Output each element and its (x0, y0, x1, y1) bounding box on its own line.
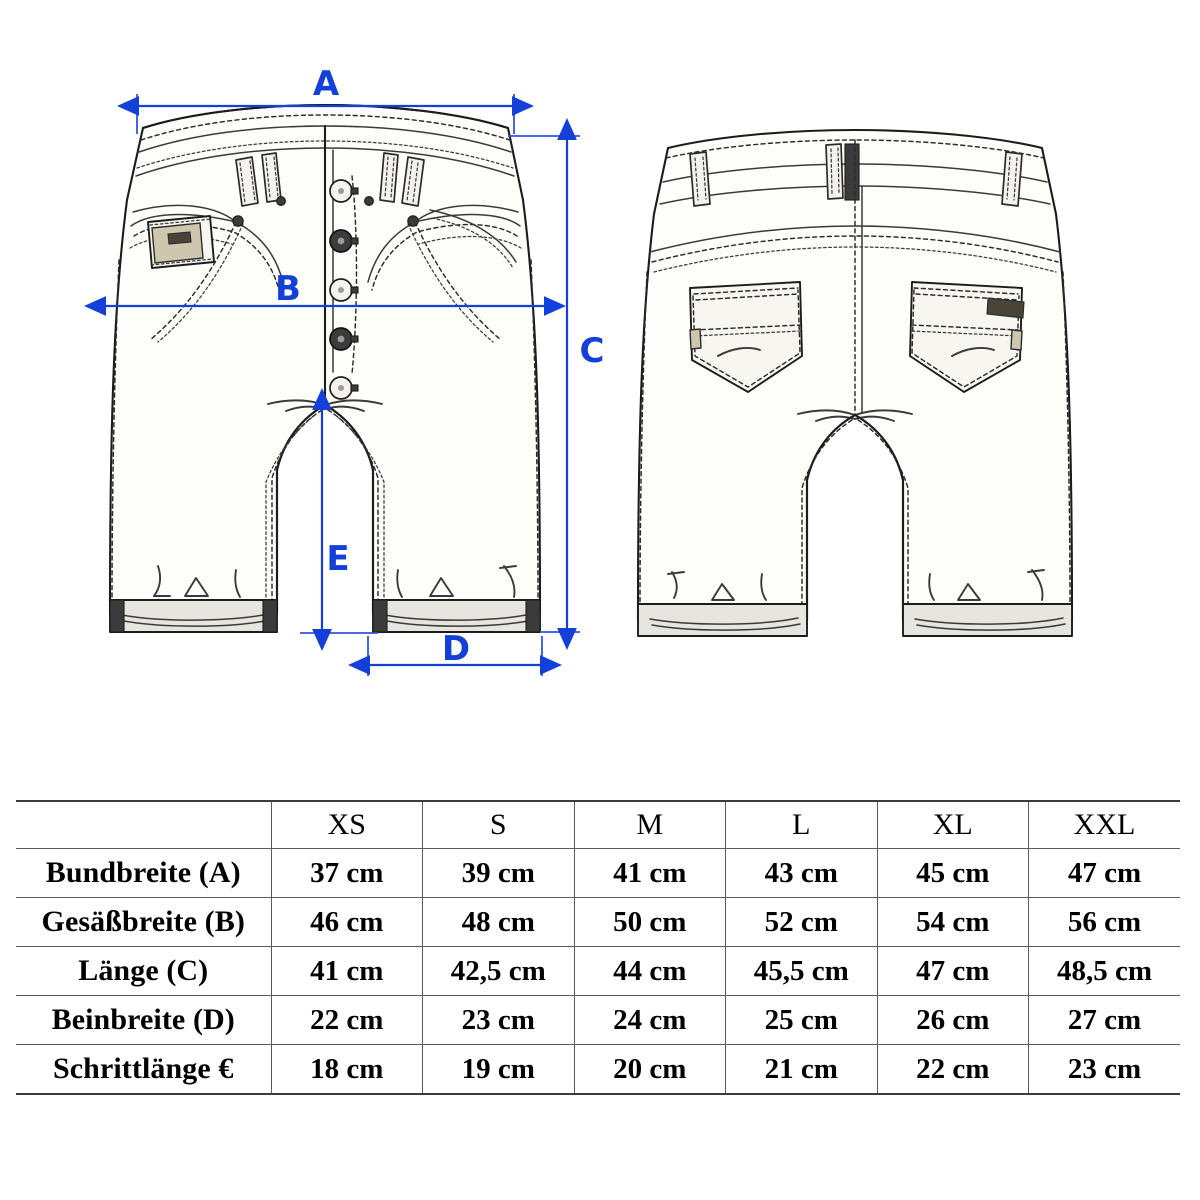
size-table-body: Bundbreite (A) 37 cm 39 cm 41 cm 43 cm 4… (16, 848, 1180, 1095)
measurement-label-beinbreite: Beinbreite (D) (16, 995, 272, 1045)
cell-bundbreite-s: 39 cm (422, 848, 575, 898)
size-header-l: L (725, 800, 878, 849)
size-table-header-row: XS S M L XL XXL (16, 800, 1180, 849)
dimension-b: B (84, 269, 566, 316)
cell-beinbreite-m: 24 cm (573, 995, 726, 1045)
cell-laenge-s: 42,5 cm (422, 946, 575, 996)
cell-beinbreite-l: 25 cm (725, 995, 878, 1045)
cell-beinbreite-xxl: 27 cm (1028, 995, 1180, 1045)
size-header-s: S (422, 800, 575, 849)
dimension-c: C (508, 118, 605, 650)
table-row: Schrittlänge € 18 cm 19 cm 20 cm 21 cm 2… (16, 1044, 1180, 1095)
dimension-annotations: A C B E (84, 64, 605, 676)
cell-laenge-xxl: 48,5 cm (1028, 946, 1180, 996)
cell-schrittlaenge-s: 19 cm (422, 1044, 575, 1095)
cell-schrittlaenge-xl: 22 cm (876, 1044, 1029, 1095)
table-row: Beinbreite (D) 22 cm 23 cm 24 cm 25 cm 2… (16, 995, 1180, 1045)
cell-gesaessbreite-xxl: 56 cm (1028, 897, 1180, 947)
table-row: Gesäßbreite (B) 46 cm 48 cm 50 cm 52 cm … (16, 897, 1180, 947)
cell-schrittlaenge-xxl: 23 cm (1028, 1044, 1180, 1095)
technical-drawing-area: A C B E (84, 64, 1074, 676)
cell-bundbreite-xxl: 47 cm (1028, 848, 1180, 898)
cell-bundbreite-l: 43 cm (725, 848, 878, 898)
cell-bundbreite-xs: 37 cm (270, 848, 423, 898)
measurement-label-schrittlaenge: Schrittlänge € (16, 1044, 272, 1095)
cell-gesaessbreite-s: 48 cm (422, 897, 575, 947)
cell-gesaessbreite-l: 52 cm (725, 897, 878, 947)
dimension-e: E (300, 388, 378, 651)
cell-gesaessbreite-xs: 46 cm (270, 897, 423, 947)
cell-gesaessbreite-xl: 54 cm (876, 897, 1029, 947)
cell-bundbreite-xl: 45 cm (876, 848, 1029, 898)
cell-laenge-xl: 47 cm (876, 946, 1029, 996)
measurement-diagram: A C B E (84, 64, 1074, 676)
dimension-label-a: A (313, 64, 340, 104)
dimension-a: A (117, 64, 534, 134)
cell-schrittlaenge-l: 21 cm (725, 1044, 878, 1095)
shorts-front-view (108, 103, 542, 633)
dimension-label-c: C (580, 331, 605, 371)
cell-laenge-l: 45,5 cm (725, 946, 878, 996)
cell-beinbreite-s: 23 cm (422, 995, 575, 1045)
measurement-label-gesaessbreite: Gesäßbreite (B) (16, 897, 272, 947)
cell-laenge-xs: 41 cm (270, 946, 423, 996)
cell-schrittlaenge-xs: 18 cm (270, 1044, 423, 1095)
size-table-head: XS S M L XL XXL (16, 800, 1180, 849)
cell-beinbreite-xl: 26 cm (876, 995, 1029, 1045)
size-header-xl: XL (876, 800, 1029, 849)
table-corner-cell (16, 800, 272, 849)
size-header-xxl: XXL (1028, 800, 1180, 849)
cell-gesaessbreite-m: 50 cm (573, 897, 726, 947)
size-header-xs: XS (270, 800, 423, 849)
size-chart-table: XS S M L XL XXL Bundbreite (A) 37 cm 39 … (16, 800, 1180, 1095)
cell-bundbreite-m: 41 cm (573, 848, 726, 898)
shorts-back-view (636, 128, 1074, 637)
measurement-label-laenge: Länge (C) (16, 946, 272, 996)
dimension-label-b: B (275, 269, 301, 309)
cell-laenge-m: 44 cm (573, 946, 726, 996)
table-row: Bundbreite (A) 37 cm 39 cm 41 cm 43 cm 4… (16, 848, 1180, 898)
size-table-container: XS S M L XL XXL Bundbreite (A) 37 cm 39 … (16, 800, 1180, 1095)
dimension-label-e: E (326, 539, 349, 579)
size-header-m: M (573, 800, 726, 849)
cell-beinbreite-xs: 22 cm (270, 995, 423, 1045)
dimension-d: D (348, 629, 562, 676)
table-row: Länge (C) 41 cm 42,5 cm 44 cm 45,5 cm 47… (16, 946, 1180, 996)
measurement-label-bundbreite: Bundbreite (A) (16, 848, 272, 898)
cell-schrittlaenge-m: 20 cm (573, 1044, 726, 1095)
dimension-label-d: D (442, 629, 470, 669)
